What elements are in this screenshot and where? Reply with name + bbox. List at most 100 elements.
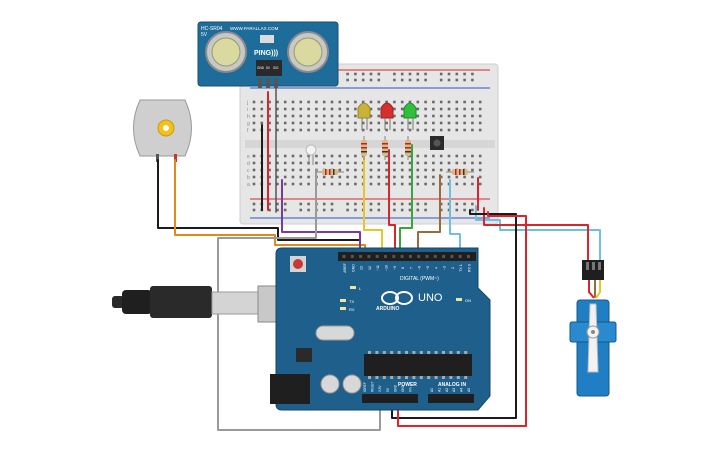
breadboard-hole xyxy=(432,175,435,179)
breadboard-hole xyxy=(315,154,318,158)
breadboard-hole xyxy=(338,175,342,179)
power-header xyxy=(362,394,418,403)
breadboard-hole xyxy=(455,121,459,125)
rail-hole xyxy=(471,72,474,76)
breadboard-hole xyxy=(377,128,381,132)
rx-label: RX xyxy=(349,307,355,312)
ultrasonic-sensor[interactable]: HC-SR04 5V WWW.PARALLAX.COM PING))) GND … xyxy=(197,21,339,88)
digital-pin-label: 8 xyxy=(401,267,405,269)
breadboard-hole xyxy=(377,114,381,118)
sensor-mesh-right xyxy=(293,37,323,67)
digital-pin-label: ~11 xyxy=(376,265,380,271)
chip-leg xyxy=(375,351,379,354)
rail-hole xyxy=(299,208,303,212)
breadboard-hole xyxy=(369,100,373,104)
breadboard-hole xyxy=(463,121,466,125)
wire-purple xyxy=(281,179,361,259)
resistor-1[interactable] xyxy=(361,136,367,160)
rail-hole xyxy=(416,202,420,206)
power-jack[interactable] xyxy=(270,374,310,404)
resistor-3[interactable] xyxy=(405,136,411,160)
dc-motor[interactable] xyxy=(133,99,192,162)
breadboard-hole xyxy=(369,175,373,179)
rail-hole xyxy=(377,208,381,212)
breadboard-hole xyxy=(354,161,357,165)
resistor-2[interactable] xyxy=(382,136,388,160)
rail-hole xyxy=(299,202,303,206)
breadboard-hole xyxy=(408,168,412,172)
breadboard-hole xyxy=(471,168,474,172)
chip-leg xyxy=(412,351,416,354)
breadboard-hole xyxy=(361,128,365,132)
breadboard-hole xyxy=(385,175,388,179)
breadboard-hole xyxy=(400,175,404,179)
breadboard-hole xyxy=(322,154,326,158)
breadboard-hole xyxy=(416,107,420,111)
digital-pin-label: RX 0 xyxy=(468,264,472,272)
analog-pin-label: A0 xyxy=(430,388,434,392)
resistor-5[interactable] xyxy=(446,169,474,175)
green-led[interactable] xyxy=(403,102,417,130)
rail-hole xyxy=(377,72,381,76)
breadboard-hole xyxy=(478,128,482,132)
rail-hole xyxy=(346,202,349,206)
rail-hole xyxy=(408,78,412,82)
breadboard-hole xyxy=(416,175,420,179)
rail-hole xyxy=(361,72,365,76)
photoresistor[interactable] xyxy=(305,144,317,165)
breadboard-hole xyxy=(307,168,310,172)
rail-hole xyxy=(377,202,381,206)
rail-hole xyxy=(283,208,287,212)
wire-motor-orange xyxy=(174,159,366,259)
rail-hole xyxy=(455,202,459,206)
breadboard-hole xyxy=(400,128,404,132)
breadboard-hole xyxy=(260,114,264,118)
breadboard-hole xyxy=(276,161,279,165)
digital-pin-label: 7 xyxy=(409,267,413,269)
breadboard-hole xyxy=(478,168,482,172)
breadboard-hole xyxy=(455,175,459,179)
breadboard-hole xyxy=(400,154,404,158)
breadboard-hole xyxy=(283,182,287,186)
breadboard-hole xyxy=(291,114,295,118)
rail-hole xyxy=(408,72,412,76)
breadboard-hole xyxy=(439,100,443,104)
arduino-logo: ARDUINO xyxy=(376,291,413,312)
breadboard-hole xyxy=(354,175,357,179)
rail-hole xyxy=(369,78,373,82)
rx-led xyxy=(340,307,346,310)
wires xyxy=(157,87,601,431)
resistor-4[interactable] xyxy=(316,169,344,175)
row-letter: h xyxy=(247,114,250,120)
breadboard-hole xyxy=(455,107,459,111)
breadboard-hole xyxy=(283,168,287,172)
breadboard-hole xyxy=(455,128,459,132)
breadboard-hole xyxy=(299,154,303,158)
reset-button[interactable] xyxy=(293,259,303,269)
digital-pin-hole xyxy=(408,255,412,258)
chip-leg xyxy=(434,376,438,379)
push-button[interactable] xyxy=(430,136,444,150)
digital-pin-hole xyxy=(417,255,421,258)
yellow-led[interactable] xyxy=(357,102,371,130)
breadboard-hole xyxy=(385,121,388,125)
breadboard-hole xyxy=(322,161,326,165)
breadboard-hole xyxy=(424,107,427,111)
breadboard-hole xyxy=(283,114,287,118)
servo-motor[interactable] xyxy=(569,260,617,397)
digital-pin-hole xyxy=(375,255,379,258)
breadboard-hole xyxy=(478,100,482,104)
breadboard-hole xyxy=(369,107,373,111)
breadboard-hole xyxy=(322,128,326,132)
breadboard-hole xyxy=(346,161,349,165)
digital-pin-hole xyxy=(350,255,354,258)
breadboard-hole xyxy=(478,121,482,125)
row-letter: f xyxy=(247,128,249,134)
rail-hole xyxy=(408,208,412,212)
breadboard-hole xyxy=(455,114,459,118)
breadboard-hole xyxy=(400,114,404,118)
red-led[interactable] xyxy=(380,102,394,130)
rail-hole xyxy=(346,72,349,76)
